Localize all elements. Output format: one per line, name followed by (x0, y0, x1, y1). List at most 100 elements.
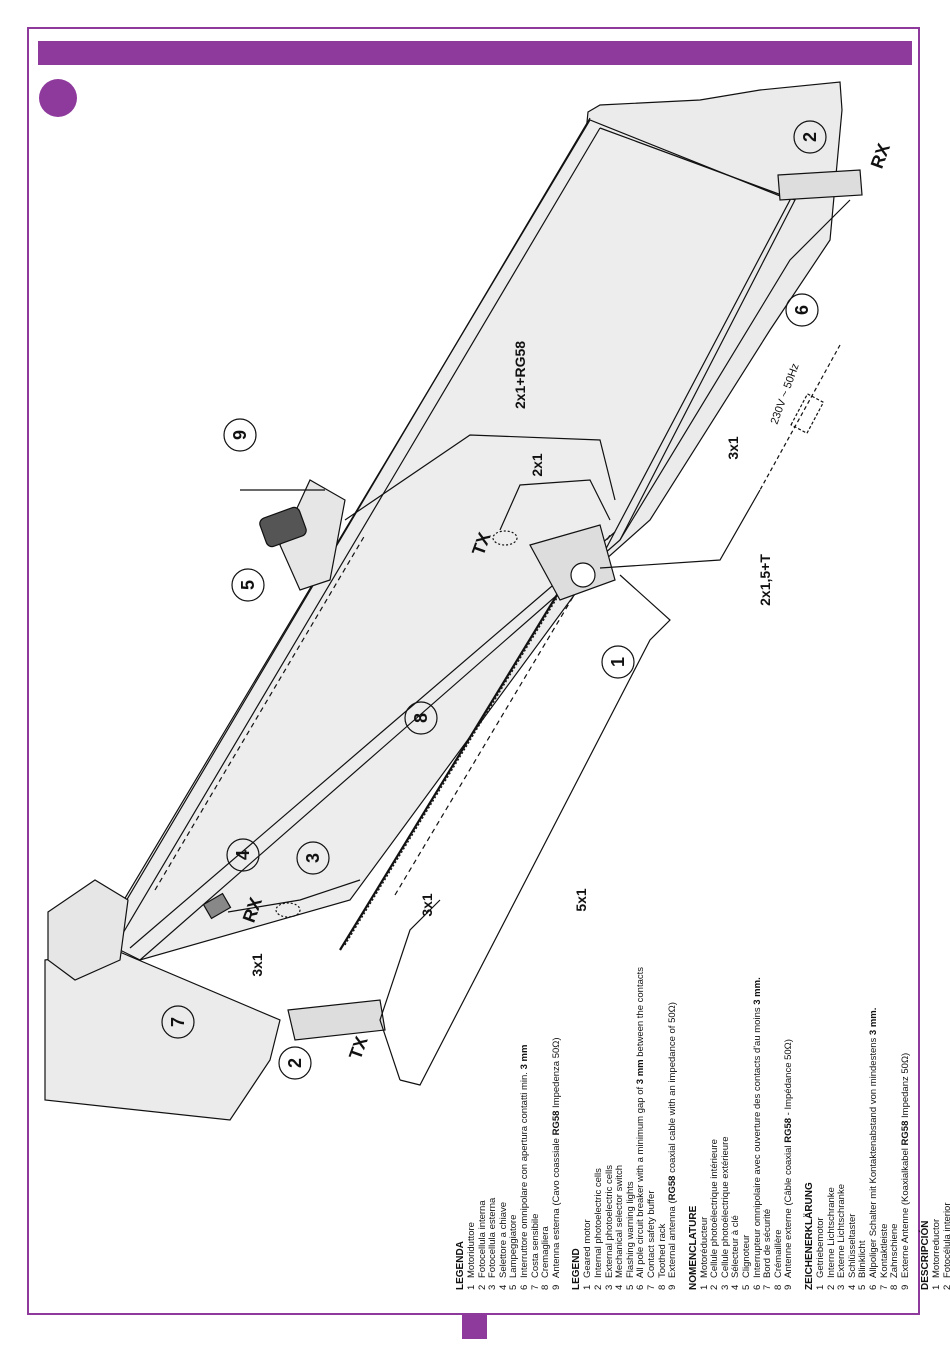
photocell-post-bottom (287, 999, 386, 1041)
legend-item-text: Kontaktleiste (878, 1223, 890, 1278)
cable-label-3x1-left: 3x1 (249, 953, 265, 977)
legend-item-bold: RG58 (899, 1120, 911, 1146)
header-bar (38, 41, 912, 65)
legend-item-text: Internal photoelectric cells (592, 1168, 604, 1278)
legend-item: 4Schlüsseltaster (846, 770, 859, 1290)
callout-7-number: 7 (168, 1017, 188, 1027)
legend-item: 9Externe Antenne (Koaxialkabel RG58 Impe… (899, 770, 912, 1290)
legend-item-text: Geared motor (582, 1219, 594, 1278)
callout-1-number: 1 (608, 657, 628, 667)
callout-2-bottom (278, 1046, 312, 1080)
legend-item: 9 Antenna esterna (Cavo coassiale RG58 Im… (550, 770, 563, 1290)
legend-item: 4Selettore a chiave (498, 770, 510, 1290)
legend-item-number: 9 (783, 1284, 795, 1290)
legend-list: 1Motorreductor2Fotocélula interior3Fotoc… (931, 770, 950, 1290)
callout-9 (223, 418, 257, 452)
legend-item-text: Fotocélula interior (941, 1202, 950, 1278)
legend-item-text: All pole circuit breaker with a minimum … (635, 1084, 647, 1278)
cable-2x1-rg58 (344, 434, 616, 521)
legend-item: 4Sélecteur à clé (730, 770, 742, 1290)
callout-5 (231, 568, 265, 602)
legend-item-text: Schlüsseltaster (846, 1213, 858, 1278)
legend-item-text: Antenna esterna (Cavo coassiale (550, 1135, 562, 1278)
legend-item: 3Externe Lichtschranke (836, 770, 848, 1290)
supply-label: 230V ~ 50Hz (769, 362, 802, 426)
callout-2-top-number: 2 (800, 132, 820, 142)
legend-item-text: Interrupteur omnipolaire avec ouverture … (751, 1004, 763, 1278)
legend-title: LEGENDA (455, 1241, 466, 1290)
cable-label-3x1-mid: 3x1 (419, 893, 435, 917)
legend-item-text: Fotocellula esterna (487, 1197, 499, 1278)
legend-item-text: Crémaillère (772, 1229, 784, 1278)
callout-5-number: 5 (238, 580, 258, 590)
callout-3 (296, 841, 330, 875)
legend-section: DESCRIPCIÓN1Motorreductor2Fotocélula int… (920, 770, 950, 1290)
legend-item-number: 2 (942, 1278, 950, 1290)
legend-item-text: External antenna ( (667, 1200, 679, 1278)
cable-3x1-right (619, 199, 851, 541)
legend-item-text: External photoelectric cells (603, 1165, 615, 1278)
legend-item-number: 6 (518, 1284, 530, 1290)
legend-title: NOMENCLATURE (687, 1205, 699, 1290)
page-tab-marker (462, 1314, 487, 1339)
legend-item: 7Costa sensibile (529, 770, 542, 1290)
legend-item-bold: RG58 (550, 1110, 562, 1136)
legend-item-text-suffix: between the contacts (635, 966, 647, 1060)
callout-4 (226, 838, 260, 872)
legend-item-text: Bord de sécurité (762, 1208, 774, 1278)
tag-rx-top: RX (867, 141, 894, 171)
legend-item: 9External antenna (RG58 coaxial cable wi… (667, 770, 679, 1290)
legend-item: 6 Allpoliger Schalter mit Kontaktenabstan… (868, 770, 880, 1290)
legend-item-number: 1 (466, 1284, 477, 1290)
legend-item-number: 9 (550, 1284, 562, 1290)
legend-item: 2Fotocélula interior (941, 770, 950, 1290)
callout-6 (785, 293, 819, 327)
legend-item-text-suffix: Impedenza 50Ω) (550, 1037, 562, 1111)
legend-item-text: Clignoteur (741, 1234, 753, 1278)
pillar-left (47, 879, 129, 981)
legend-item-number: 6 (868, 1284, 879, 1290)
legend-item-text-suffix: coaxial cable with an impedance of 50Ω) (667, 1002, 679, 1176)
gate-frame (99, 117, 796, 961)
legend-item-text: Zahnschiene (889, 1223, 901, 1278)
legend-item-text: Costa sensibile (529, 1213, 541, 1278)
section-marker-dot (39, 79, 77, 117)
legend-item-text: Motoréducteur (698, 1216, 710, 1278)
legend-item-text: Antenne externe (Câble coaxial (783, 1142, 795, 1278)
legend-item-text: Sélecteur à clé (730, 1215, 742, 1278)
legend-item-bold: RG58 (783, 1117, 795, 1143)
cable-5x1 (399, 574, 671, 1086)
legend-item-text: Getriebemotor (815, 1217, 827, 1278)
legend-item-text: Lampeggiatore (508, 1214, 520, 1278)
legend-item-text: Cellule photoélectrique intérieure (709, 1139, 721, 1278)
legend-item-text: Mechanical selector switch (614, 1165, 626, 1278)
cable-label-2x1: 2x1 (529, 453, 545, 477)
legend-item-bold: 3 mm. (868, 1007, 879, 1036)
legend-item-number: 2 (592, 1284, 604, 1290)
callout-4-number: 4 (233, 850, 253, 860)
legend-item: 7Contact safety buffer (646, 770, 658, 1291)
legend-item-text: Toothed rack (656, 1223, 668, 1278)
legend-item-number: 9 (899, 1284, 911, 1290)
legend-item-text: Cremagliera (540, 1226, 552, 1278)
flashing-light (259, 506, 307, 548)
legend-title: DESCRIPCIÓN (920, 1220, 932, 1290)
callout-8 (404, 701, 438, 735)
legend-item-text: Allpoliger Schalter mit Kontaktenabstand… (868, 1035, 879, 1278)
legend-title: ZEICHENERKLÄRUNG (804, 1182, 816, 1290)
callout-2-top (793, 120, 827, 154)
legend-item-text: Cellule photoélectrique extérieure (719, 1136, 731, 1278)
legend-item-text-suffix: - Impédance 50Ω) (783, 1039, 795, 1118)
legend-item-text: Externe Antenne (Koaxialkabel (899, 1145, 911, 1278)
cable-label-3x1-right: 3x1 (725, 436, 741, 460)
legend-item-bold: 3 mm (635, 1059, 647, 1085)
